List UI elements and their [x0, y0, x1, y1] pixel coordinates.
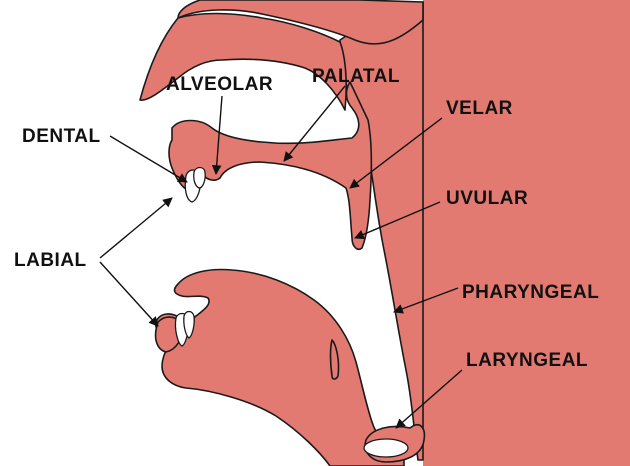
label-velar: VELAR: [446, 98, 513, 119]
label-alveolar: ALVEOLAR: [166, 74, 273, 95]
label-uvular: UVULAR: [446, 188, 528, 209]
label-dental: DENTAL: [22, 126, 101, 147]
vocal-folds: [364, 439, 408, 457]
arrow-labial-upper: [100, 198, 172, 258]
label-laryngeal: LARYNGEAL: [466, 350, 588, 371]
nose: [140, 14, 346, 111]
head-back-tissue: [423, 0, 630, 466]
tongue-lower-jaw: [156, 270, 404, 466]
label-labial: LABIAL: [14, 250, 87, 271]
label-pharyngeal: PHARYNGEAL: [462, 282, 599, 303]
upper-teeth-inner: [194, 168, 205, 189]
label-palatal: PALATAL: [312, 66, 400, 87]
upper-jaw-palate: [169, 82, 371, 249]
arrow-labial-lower: [100, 262, 158, 326]
